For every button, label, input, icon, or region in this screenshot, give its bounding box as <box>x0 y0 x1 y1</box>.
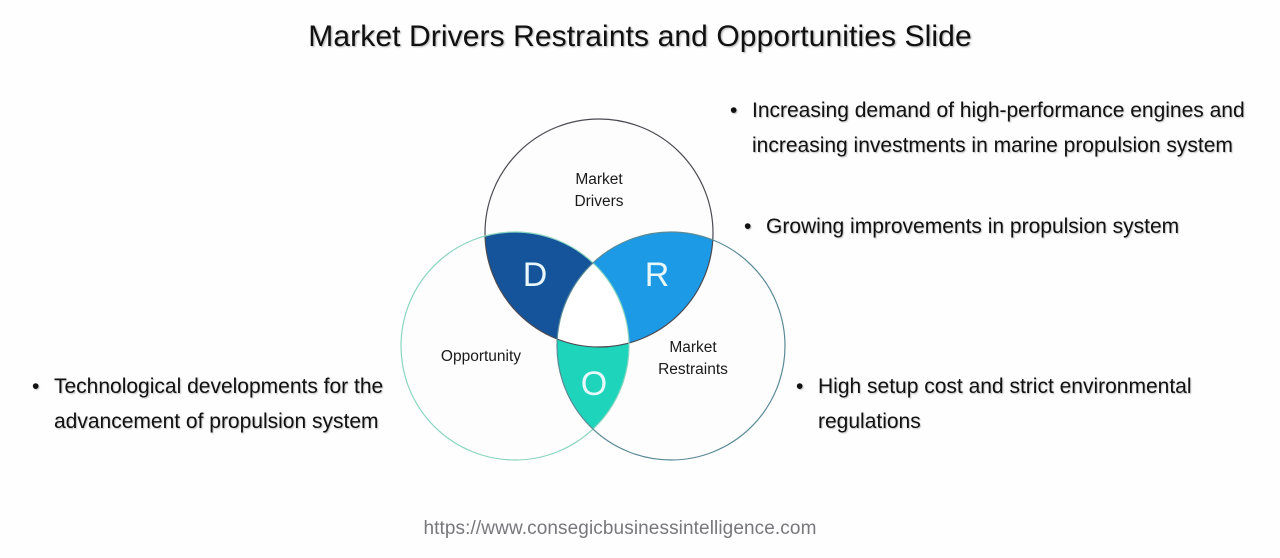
circle-outline-market-drivers <box>484 118 714 348</box>
list-item: • High setup cost and strict environment… <box>792 370 1212 439</box>
bullet-marker-icon: • <box>796 375 804 398</box>
bullet-text: Technological developments for the advan… <box>54 375 384 433</box>
venn-label-opportunity: Opportunity <box>441 348 521 365</box>
bullet-list-opportunities: • Technological developments for the adv… <box>28 370 428 439</box>
bullet-marker-icon: • <box>730 99 738 122</box>
list-item: • Technological developments for the adv… <box>28 370 428 439</box>
venn-label-market-restraints-line1: Market <box>669 339 717 356</box>
venn-label-market-restraints-line2: Restraints <box>658 361 728 378</box>
list-item: • Increasing demand of high-performance … <box>726 94 1250 163</box>
page-title: Market Drivers Restraints and Opportunit… <box>308 20 972 53</box>
lens-letter-d: D <box>523 256 548 294</box>
bullet-marker-icon: • <box>32 375 40 398</box>
bullet-marker-icon: • <box>744 215 752 238</box>
bullet-text: Growing improvements in propulsion syste… <box>766 215 1180 238</box>
list-item: • Growing improvements in propulsion sys… <box>740 210 1240 245</box>
venn-circle-outlines <box>400 118 786 461</box>
lens-letter-r: R <box>645 256 670 294</box>
venn-label-market-drivers-line2: Drivers <box>574 193 623 210</box>
circle-outline-opportunity <box>400 231 630 461</box>
bullet-list-restraints: • High setup cost and strict environment… <box>792 370 1212 439</box>
venn-diagram: Market Drivers Opportunity Market Restra… <box>386 108 796 474</box>
circle-outline-market-restraints <box>556 231 786 461</box>
venn-label-market-drivers-line1: Market <box>575 171 623 188</box>
bullet-list-drivers: • Increasing demand of high-performance … <box>726 94 1250 163</box>
lens-letter-o: O <box>581 365 607 403</box>
bullet-text: High setup cost and strict environmental… <box>818 375 1192 433</box>
bullet-text: Increasing demand of high-performance en… <box>752 99 1245 157</box>
source-url: https://www.consegicbusinessintelligence… <box>423 518 817 539</box>
venn-svg: Market Drivers Opportunity Market Restra… <box>400 118 786 461</box>
bullet-list-improvements: • Growing improvements in propulsion sys… <box>740 210 1240 245</box>
